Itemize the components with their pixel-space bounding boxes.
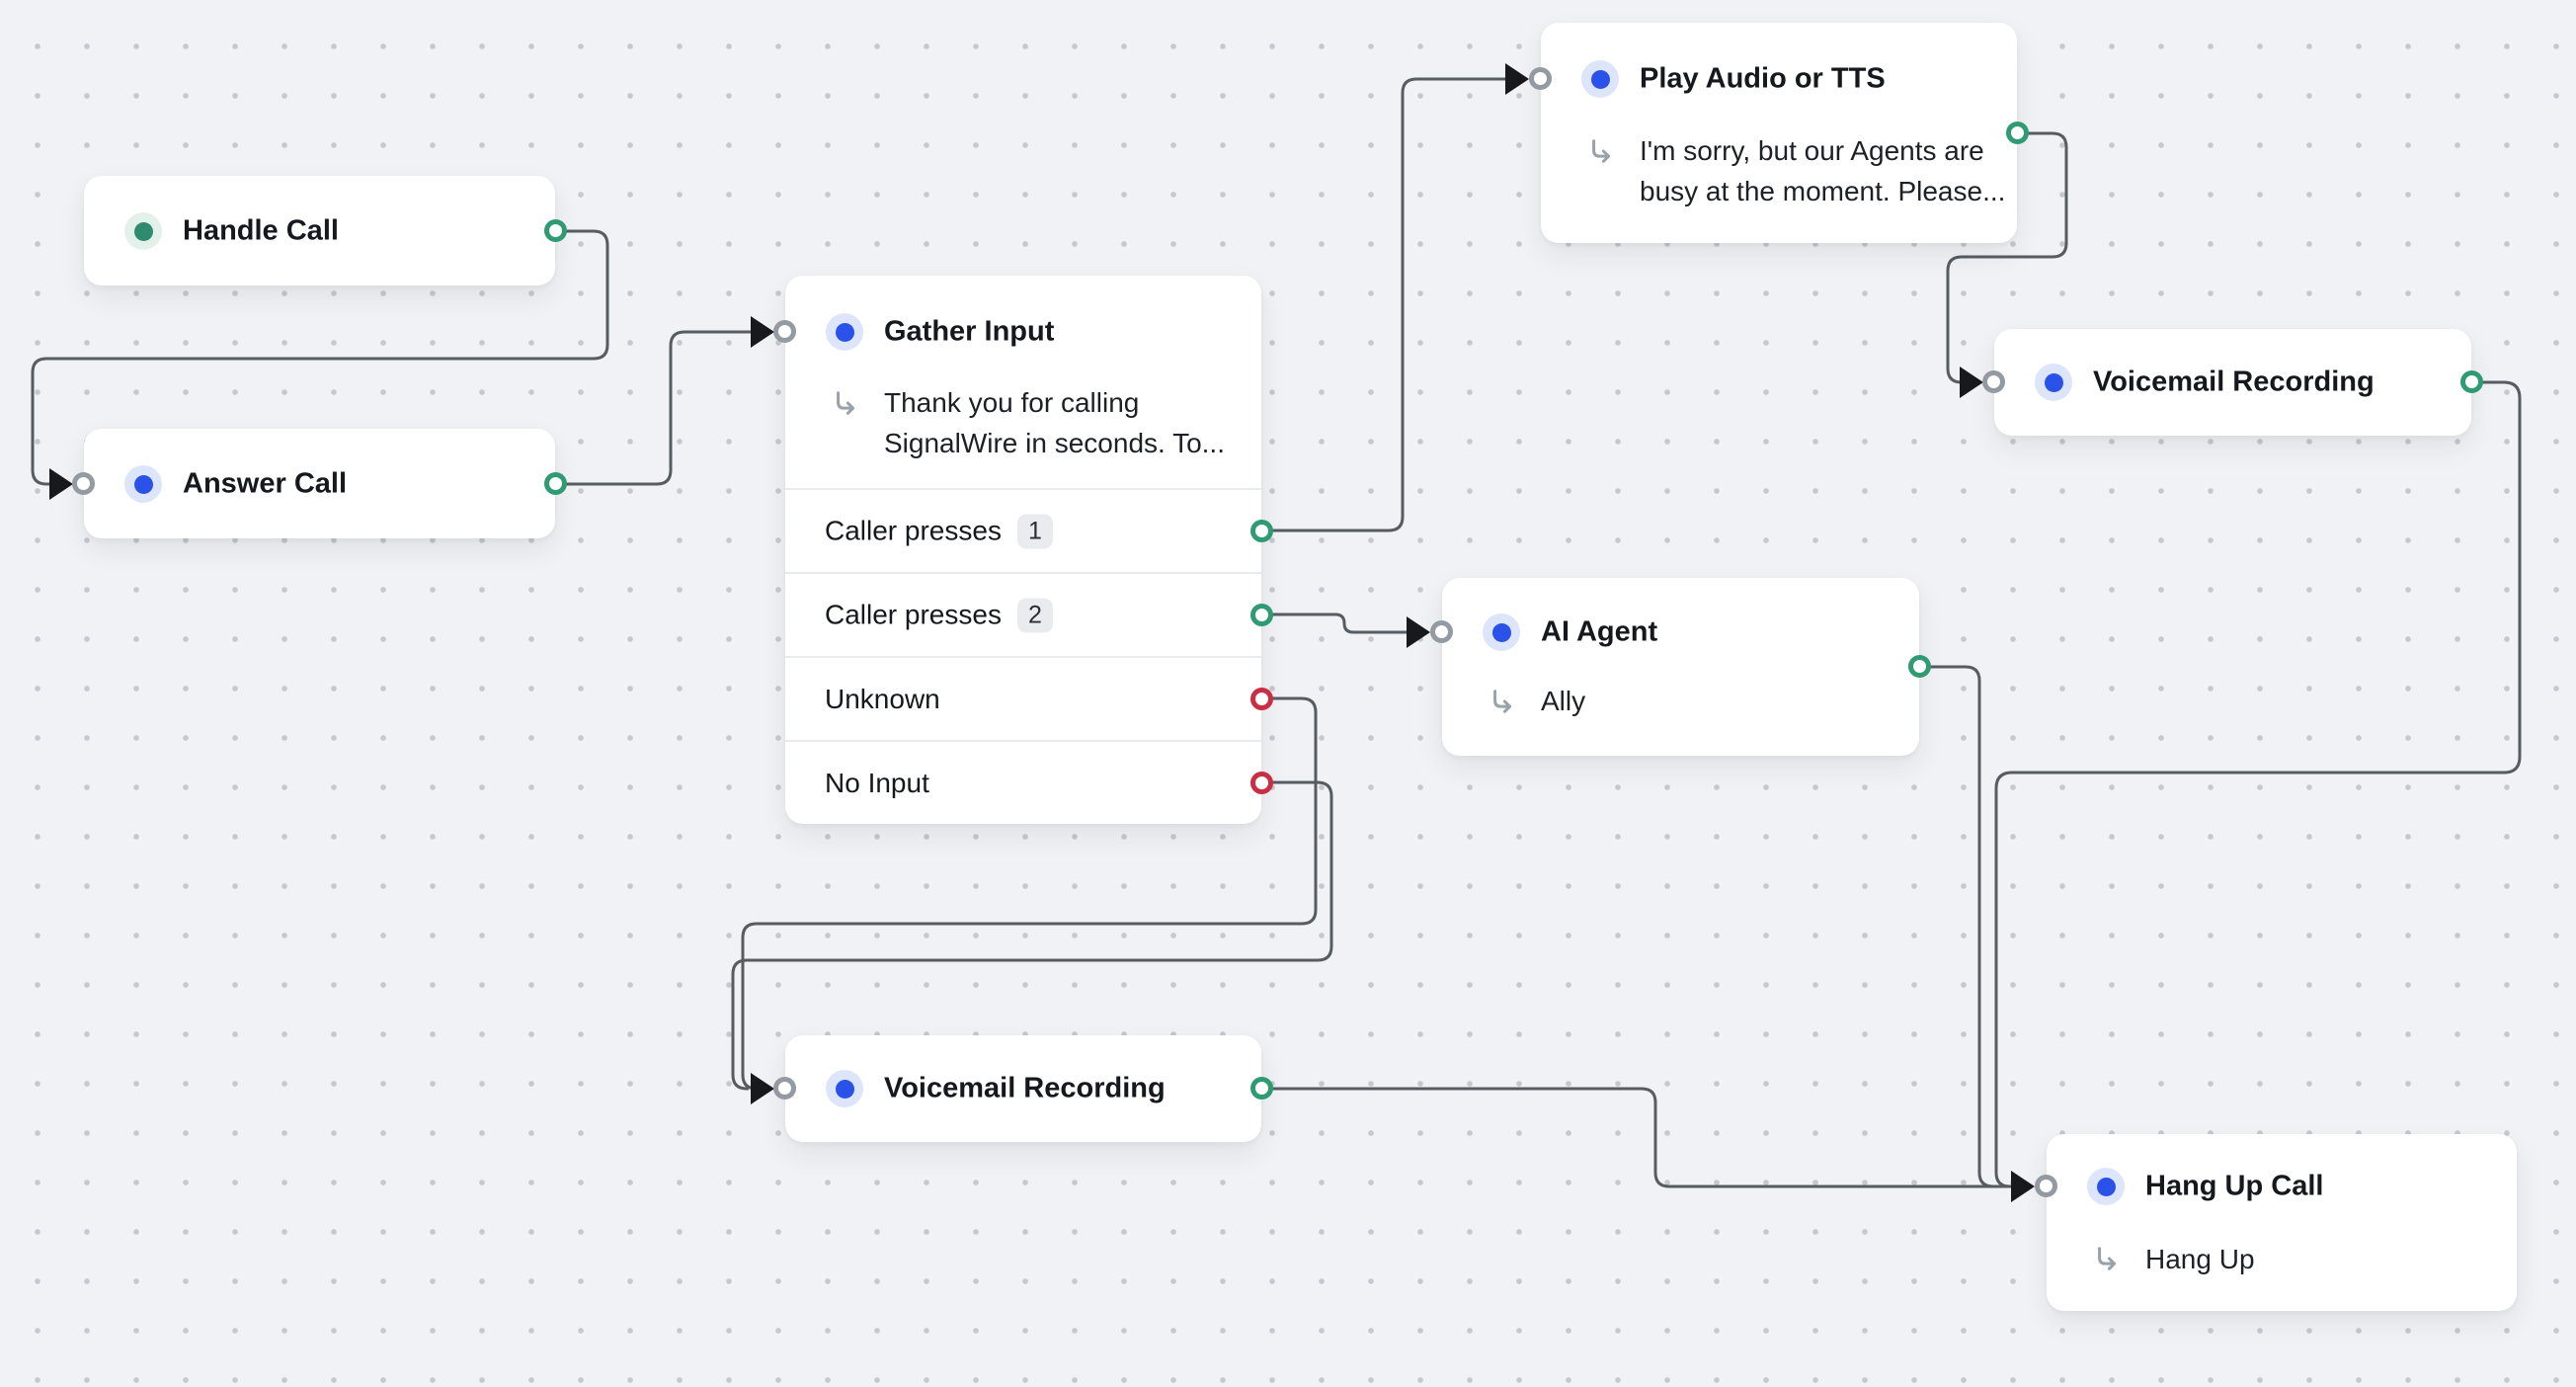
arrowhead-voicemail-right xyxy=(1960,367,1983,398)
node-hang-up-call[interactable]: Hang Up Call Hang Up xyxy=(2035,1134,2517,1311)
edge-handle-call-to-answer-call[interactable] xyxy=(31,229,609,486)
node-handle-call[interactable]: Handle Call xyxy=(84,176,567,286)
edge-answer-call-to-gather-input[interactable] xyxy=(555,330,751,486)
output-port[interactable] xyxy=(1908,655,1931,678)
node-answer-call[interactable]: Answer Call xyxy=(72,429,567,538)
arrowhead-voicemail-bottom xyxy=(751,1073,774,1104)
node-play-audio-or-tts[interactable]: Play Audio or TTS I'm sorry, but our Age… xyxy=(1529,23,2029,243)
branch-label: Unknown xyxy=(825,683,940,714)
node-voicemail-recording-bottom[interactable]: Voicemail Recording xyxy=(773,1035,1273,1142)
blue-dot-icon xyxy=(124,465,162,503)
output-port[interactable] xyxy=(544,219,567,242)
blue-dot-icon xyxy=(826,313,863,351)
node-ai-agent[interactable]: AI Agent Ally xyxy=(1430,578,1931,756)
input-port[interactable] xyxy=(2035,1175,2057,1197)
node-subtitle: Ally xyxy=(1541,686,1586,716)
return-arrow-icon xyxy=(837,391,855,415)
input-port[interactable] xyxy=(1982,370,2005,393)
branch-rows: Caller presses 1 Caller presses 2 Unknow… xyxy=(785,490,1273,824)
branch-label: Caller presses 1 xyxy=(825,514,1053,548)
return-arrow-icon xyxy=(2098,1247,2117,1270)
branch-row-caller-presses-1: Caller presses 1 xyxy=(785,490,1273,572)
node-title: Voicemail Recording xyxy=(2093,366,2375,398)
output-port[interactable] xyxy=(1250,1077,1273,1100)
input-port[interactable] xyxy=(1430,620,1453,643)
branch-output-port[interactable] xyxy=(1250,604,1273,626)
edge-no-input-to-voicemail-recording[interactable] xyxy=(731,780,1333,1091)
input-port[interactable] xyxy=(773,320,796,343)
node-subtitle: I'm sorry, but our Agents are busy at th… xyxy=(1640,135,2006,206)
edge-play-audio-to-voicemail-right[interactable] xyxy=(1946,131,2068,384)
input-port[interactable] xyxy=(1529,67,1552,90)
branch-row-caller-presses-2: Caller presses 2 xyxy=(785,572,1273,656)
node-title: Voicemail Recording xyxy=(884,1072,1166,1104)
blue-dot-icon xyxy=(2087,1168,2125,1205)
node-gather-input[interactable]: Gather Input Thank you for calling Signa… xyxy=(773,276,1273,824)
branch-row-no-input: No Input xyxy=(785,740,1273,824)
divider xyxy=(785,488,1261,490)
arrowhead-answer-call xyxy=(49,468,73,500)
node-voicemail-recording-right[interactable]: Voicemail Recording xyxy=(1982,329,2483,436)
edge-unknown-to-voicemail-recording[interactable] xyxy=(741,696,1318,1091)
return-arrow-icon xyxy=(1493,690,1512,713)
blue-dot-icon xyxy=(826,1070,863,1107)
input-port[interactable] xyxy=(72,472,95,495)
blue-dot-icon xyxy=(1483,613,1520,651)
return-arrow-icon xyxy=(1592,139,1611,163)
branch-output-port[interactable] xyxy=(1250,688,1273,710)
input-port[interactable] xyxy=(773,1077,796,1100)
branch-row-unknown: Unknown xyxy=(785,656,1273,740)
branch-output-port[interactable] xyxy=(1250,772,1273,794)
blue-dot-icon xyxy=(2035,364,2072,401)
arrowhead-ai-agent xyxy=(1407,616,1430,648)
node-title: Handle Call xyxy=(183,214,339,247)
edge-caller-presses-2-to-ai-agent[interactable] xyxy=(1261,612,1407,634)
output-port[interactable] xyxy=(2460,370,2483,393)
branch-label: No Input xyxy=(825,767,929,798)
node-title: AI Agent xyxy=(1541,615,1658,648)
key-badge: 2 xyxy=(1016,598,1053,632)
edge-ai-agent-to-hang-up[interactable] xyxy=(1919,665,2011,1188)
arrowhead-gather-input xyxy=(751,316,774,348)
node-title: Gather Input xyxy=(884,315,1055,348)
node-subtitle: Hang Up xyxy=(2145,1244,2255,1274)
branch-label: Caller presses 2 xyxy=(825,598,1053,632)
edge-caller-presses-1-to-play-audio[interactable] xyxy=(1261,77,1505,532)
edge-voicemail-bottom-to-hang-up[interactable] xyxy=(1261,1087,2011,1188)
edge-voicemail-right-to-hang-up[interactable] xyxy=(1994,380,2522,1188)
blue-dot-icon xyxy=(1581,60,1619,98)
node-title: Play Audio or TTS xyxy=(1640,62,1886,95)
node-subtitle: Thank you for calling SignalWire in seco… xyxy=(884,387,1225,458)
key-badge: 1 xyxy=(1016,514,1053,548)
node-title: Hang Up Call xyxy=(2145,1170,2324,1202)
arrowhead-play-audio xyxy=(1505,63,1529,95)
arrowhead-hang-up xyxy=(2011,1171,2035,1202)
node-title: Answer Call xyxy=(183,467,347,500)
teal-dot-icon xyxy=(124,212,162,250)
branch-output-port[interactable] xyxy=(1250,520,1273,542)
output-port[interactable] xyxy=(544,472,567,495)
output-port[interactable] xyxy=(2006,122,2029,144)
